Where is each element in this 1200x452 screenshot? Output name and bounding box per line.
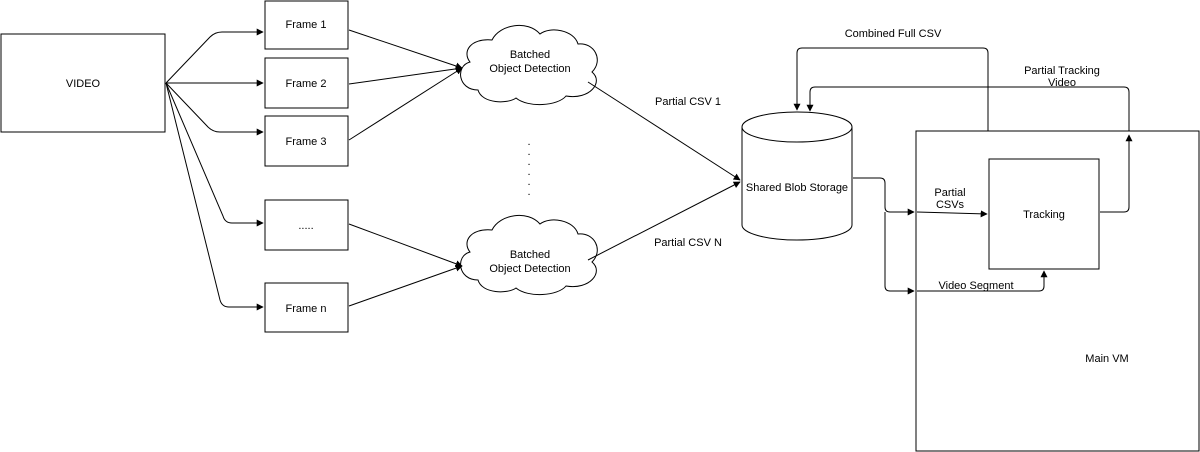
tracking-box — [988, 158, 1100, 270]
detection-bottom-line1: Batched — [510, 249, 550, 261]
detection-cloud-bottom: Batched Object Detection — [460, 214, 598, 295]
frame-1-label: Frame 1 — [286, 19, 327, 31]
feedback-edges — [793, 47, 1133, 213]
detection-top-line1: Batched — [510, 49, 550, 61]
detection-bottom-line2: Object Detection — [489, 263, 570, 275]
frame-ellipsis-label: ..... — [298, 220, 313, 232]
edge-label-partial-csvs-line2: CSVs — [936, 199, 965, 211]
svg-text:.: . — [527, 166, 530, 178]
shared-blob-storage: Shared Blob Storage — [741, 111, 853, 241]
frame-1: Frame 1 — [264, 0, 349, 50]
frame-ellipsis: ..... — [264, 199, 349, 251]
frame-n: Frame n — [264, 282, 349, 333]
edge-label-partial-csv-n: Partial CSV N — [654, 237, 722, 249]
svg-text:.: . — [527, 156, 530, 168]
storage-to-vm-edges — [853, 177, 1048, 295]
svg-text:.: . — [527, 136, 530, 148]
storage-label: Shared Blob Storage — [746, 182, 848, 194]
video-label: VIDEO — [66, 78, 101, 90]
ellipsis-dots: . . . . . . — [527, 136, 530, 198]
svg-text:.: . — [527, 176, 530, 188]
edge-label-partial-csv-1: Partial CSV 1 — [655, 96, 721, 108]
svg-text:.: . — [527, 186, 530, 198]
edge-label-video-segment: Video Segment — [938, 280, 1013, 292]
frame-3-label: Frame 3 — [286, 136, 327, 148]
frame-to-detection-edges — [348, 29, 463, 307]
edge-label-partial-csvs-line1: Partial — [934, 187, 965, 199]
edge-label-partial-tracking-video-line1: Partial Tracking — [1024, 65, 1100, 77]
detection-top-line2: Object Detection — [489, 63, 570, 75]
tracking-label: Tracking — [1023, 209, 1065, 221]
detection-cloud-top: Batched Object Detection — [460, 24, 598, 105]
frame-3: Frame 3 — [264, 115, 349, 167]
frame-2: Frame 2 — [264, 57, 349, 109]
svg-text:.: . — [527, 146, 530, 158]
edge-label-partial-tracking-video-line2: Video — [1048, 77, 1076, 89]
video-box — [0, 33, 166, 133]
frame-n-label: Frame n — [286, 303, 327, 315]
frame-2-label: Frame 2 — [286, 78, 327, 90]
main-vm-label: Main VM — [1085, 353, 1128, 365]
video-to-frame-edges — [165, 28, 264, 311]
edge-label-combined-full-csv: Combined Full CSV — [845, 28, 942, 40]
detection-to-storage-edges — [587, 81, 741, 261]
